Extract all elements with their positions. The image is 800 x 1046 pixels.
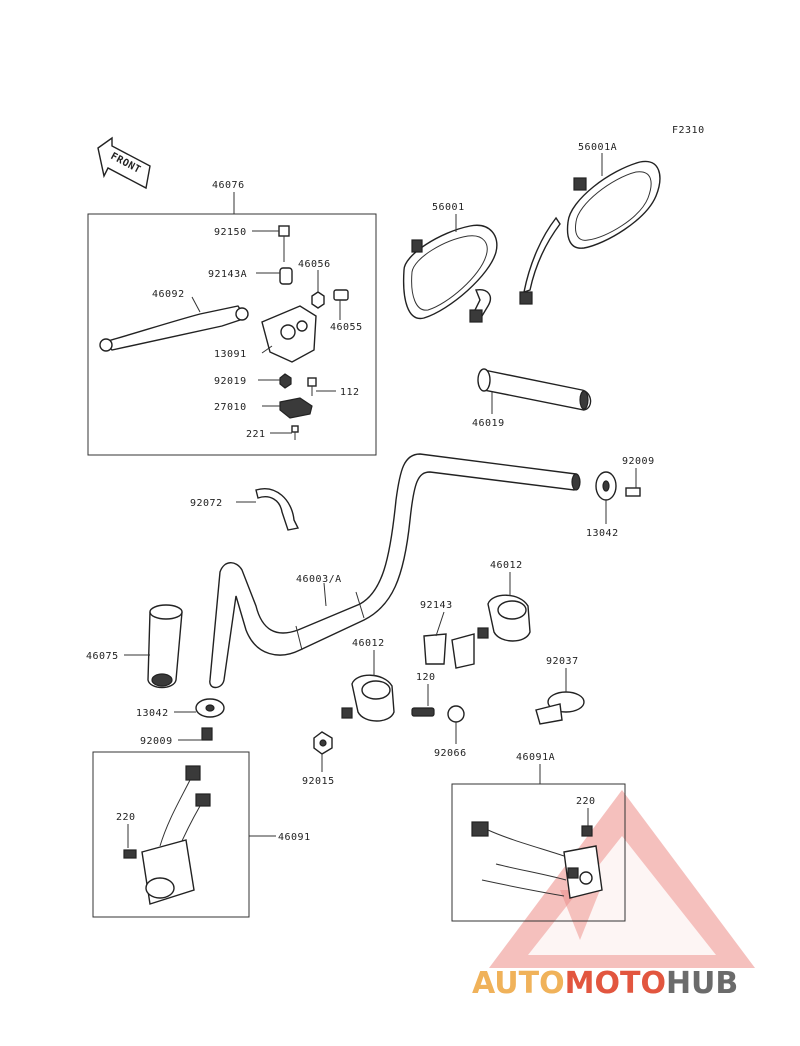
clamp-band <box>255 488 300 531</box>
label-112: 112 <box>340 387 360 398</box>
label-46076: 46076 <box>212 180 245 191</box>
watermark-moto: MOTO <box>565 966 666 1001</box>
label-120: 120 <box>416 672 436 683</box>
switch-housing-upper <box>477 594 531 642</box>
throttle-grip <box>477 368 592 411</box>
lever-assembly-box <box>87 213 377 456</box>
label-27010: 27010 <box>214 402 247 413</box>
cable-guide-92037 <box>535 691 585 725</box>
front-arrow-icon: FRONT <box>97 136 151 190</box>
left-switch-assembly <box>123 765 211 905</box>
label-92072: 92072 <box>190 498 223 509</box>
label-46056: 46056 <box>298 259 331 270</box>
label-46092: 46092 <box>152 289 185 300</box>
label-46019: 46019 <box>472 418 505 429</box>
svg-text:AUTOMOTOHUB: AUTOMOTOHUB <box>472 966 738 1001</box>
label-56001a: 56001A <box>578 142 617 153</box>
mirror-left <box>402 224 498 323</box>
screw-120 <box>411 707 435 717</box>
label-46012-upper: 46012 <box>490 560 523 571</box>
label-46055: 46055 <box>330 322 363 333</box>
label-13042-upper: 13042 <box>586 528 619 539</box>
label-46091a: 46091A <box>516 752 555 763</box>
label-13091: 13091 <box>214 349 247 360</box>
ball-92066 <box>447 705 465 723</box>
watermark-logo-icon <box>489 790 755 968</box>
label-92143a: 92143A <box>208 269 247 280</box>
figure-code: F2310 <box>672 125 705 136</box>
left-grip <box>147 604 183 689</box>
label-92009-upper: 92009 <box>622 456 655 467</box>
right-switch-box <box>451 783 626 922</box>
watermark-auto: AUTO <box>472 966 565 1001</box>
label-92143: 92143 <box>420 600 453 611</box>
watermark-text: AUTOMOTOHUB <box>472 966 738 1001</box>
label-46091: 46091 <box>278 832 311 843</box>
clutch-lever <box>102 305 248 351</box>
handlebar <box>209 453 577 689</box>
collar-92143 <box>423 633 475 669</box>
label-92150: 92150 <box>214 227 247 238</box>
label-220-left: 220 <box>116 812 136 823</box>
watermark-hub: HUB <box>666 966 738 1001</box>
right-switch-assembly <box>471 821 603 899</box>
label-92009-lower: 92009 <box>140 736 173 747</box>
label-46012-lower: 46012 <box>352 638 385 649</box>
label-92037: 92037 <box>546 656 579 667</box>
label-220-right: 220 <box>576 796 596 807</box>
label-92066: 92066 <box>434 748 467 759</box>
label-46075: 46075 <box>86 651 119 662</box>
label-56001: 56001 <box>432 202 465 213</box>
label-13042-lower: 13042 <box>136 708 169 719</box>
left-switch-box <box>92 751 250 918</box>
mirror-right <box>519 160 661 305</box>
label-221: 221 <box>246 429 266 440</box>
label-46003a: 46003/A <box>296 574 342 585</box>
switch-housing-lower <box>341 674 395 722</box>
label-92015: 92015 <box>302 776 335 787</box>
label-92019: 92019 <box>214 376 247 387</box>
